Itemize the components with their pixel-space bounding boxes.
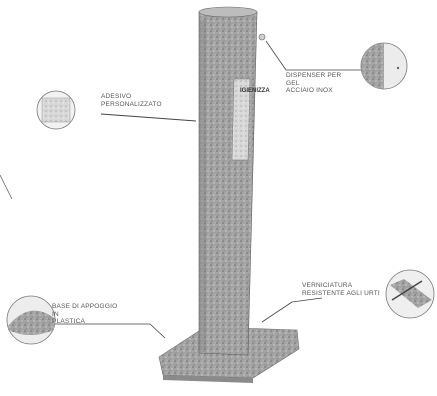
adhesive-label: ADESIVO PERSONALIZZATO (101, 93, 171, 108)
column-shadow (199, 20, 206, 352)
dispenser-column (199, 12, 257, 355)
adhesive-detail-bubble (37, 91, 75, 129)
panel-heading: IGIENIZZA (240, 88, 270, 94)
column-top (199, 7, 257, 17)
leader-dispenser (266, 41, 365, 70)
leader-adhesive (101, 114, 196, 121)
tray-label: BASE DI APPOGGIO IN PLASTICA (52, 303, 122, 326)
dispenser-nozzle (259, 34, 265, 40)
adhesive-label-line-2: PERSONALIZZATO (101, 101, 171, 109)
dispenser-label-line-1: DISPENSER PER GEL (286, 72, 356, 87)
dispenser-label-line-2: ACCIAIO INOX (286, 87, 356, 95)
tray-label-line-2: PLASTICA (52, 318, 122, 326)
leader-coating (292, 298, 322, 302)
coating-detail-bubble (386, 270, 434, 318)
dispenser-label: DISPENSER PER GEL ACCIAIO INOX (286, 72, 356, 95)
leader-coating-ext (262, 302, 292, 322)
coating-label-line-1: VERNICIATURA (302, 282, 382, 290)
dispenser-detail-bubble (361, 43, 407, 89)
tray-label-line-1: BASE DI APPOGGIO IN (52, 303, 122, 318)
edge-pointer (0, 175, 12, 199)
adhesive-label-line-1: ADESIVO (101, 93, 171, 101)
coating-label: VERNICIATURA RESISTENTE AGLI URTI (302, 282, 382, 297)
tray-detail-bubble (7, 296, 55, 344)
coating-label-line-2: RESISTENTE AGLI URTI (302, 290, 382, 298)
leader-tray (52, 324, 165, 338)
